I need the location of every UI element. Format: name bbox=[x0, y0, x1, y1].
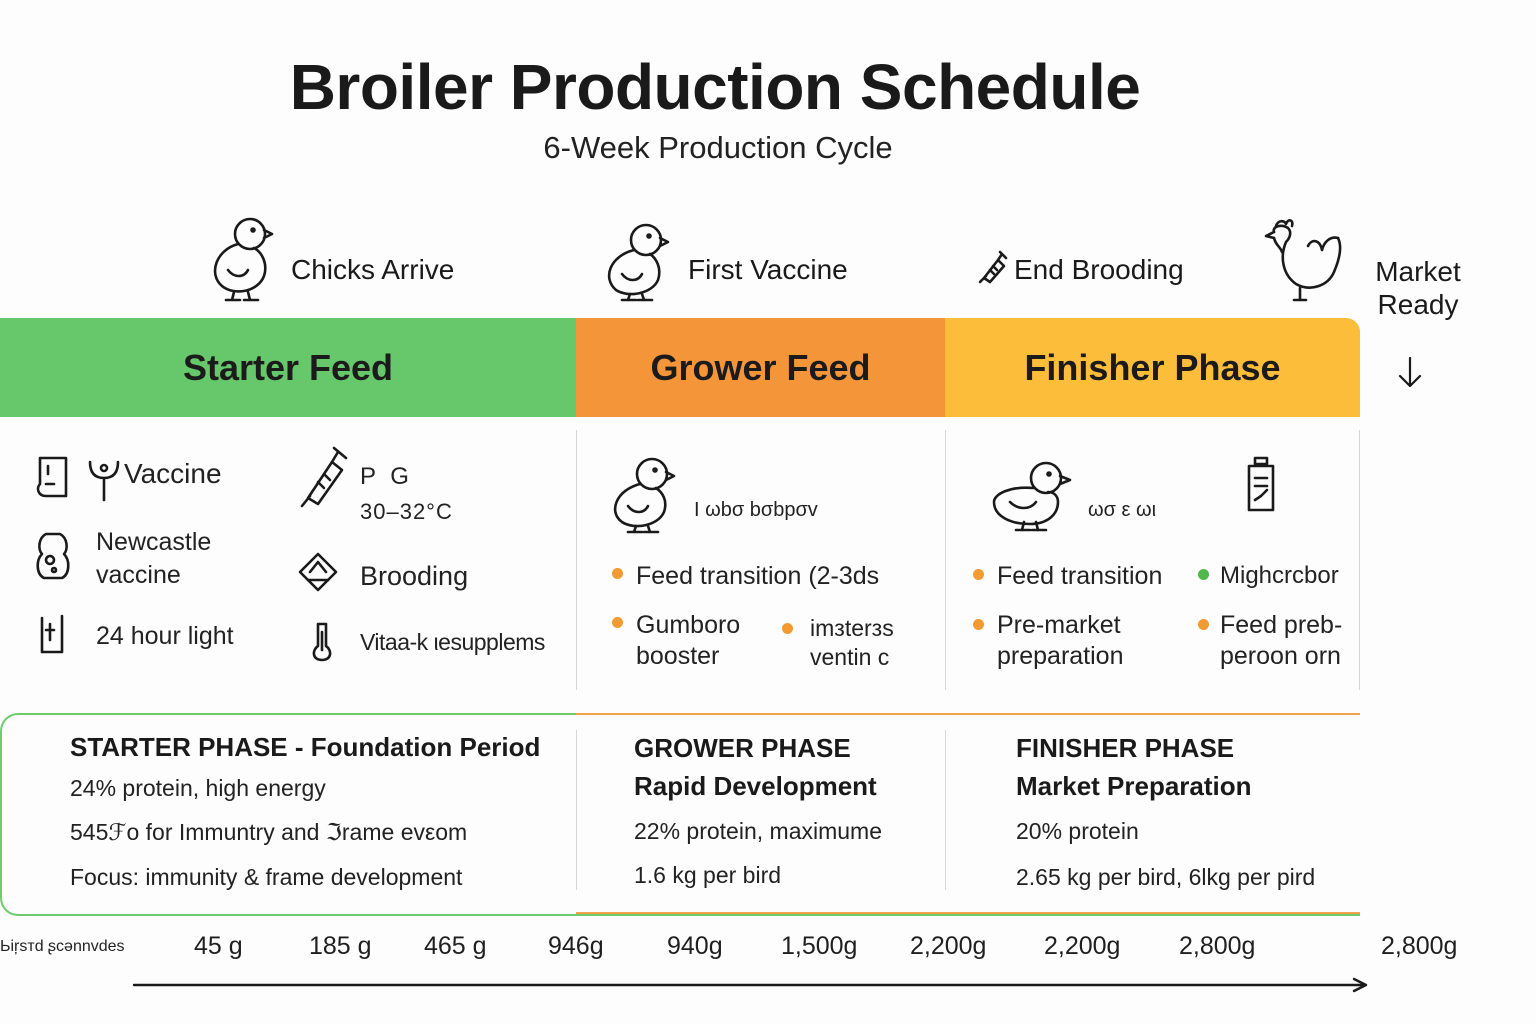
syringe-icon bbox=[978, 250, 1008, 284]
finisher-summary-heading: FINISHER PHASE bbox=[1016, 733, 1235, 763]
chick-icon bbox=[613, 457, 676, 534]
grower-summary-heading: GROWER PHASE bbox=[634, 733, 851, 763]
summary-border-accent bbox=[576, 912, 1360, 914]
finisher-bullet-feed-transition: Feed transition bbox=[997, 562, 1163, 590]
thermometer-icon bbox=[312, 622, 332, 662]
chick-icon bbox=[213, 217, 274, 302]
grower-summary-line: 22% protein, maximume bbox=[634, 818, 882, 844]
page-subtitle: 6-Week Production Cycle bbox=[543, 130, 893, 165]
weight-value: 940g bbox=[667, 932, 723, 960]
milestone-label: End Brooding bbox=[1014, 254, 1184, 285]
detail-newcastle-vaccine: Newcastle vaccine bbox=[96, 528, 212, 589]
bullet-dot bbox=[782, 623, 793, 634]
arrow-down-icon bbox=[1398, 356, 1422, 388]
finisher-icon-caption: ωσ ε ωι bbox=[1088, 499, 1157, 521]
starter-summary-heading: STARTER PHASE - Foundation Period bbox=[70, 732, 541, 762]
bullet-dot bbox=[973, 569, 984, 580]
weight-value: 1,500g bbox=[781, 932, 858, 960]
grower-icon-caption: I ωbσ bσbpσv bbox=[694, 499, 818, 521]
bullet-dot bbox=[612, 617, 623, 628]
starter-summary-line: Focus: immunity & frame development bbox=[70, 864, 463, 890]
grower-summary-subheading: Rapid Development bbox=[634, 771, 877, 801]
finisher-bullet-feed-prep: Feed preb- peroon orn bbox=[1220, 611, 1343, 671]
summary-divider bbox=[576, 730, 577, 890]
weights-label: Ьiŗsтd ʂcənnvdes bbox=[0, 938, 125, 955]
bullet-dot bbox=[1198, 569, 1209, 580]
finisher-summary-line: 20% protein bbox=[1016, 818, 1139, 844]
summary-divider bbox=[945, 730, 946, 890]
finisher-bullet-other: Mighcrcbor bbox=[1220, 562, 1339, 589]
detail-temp-top: P G bbox=[360, 463, 413, 490]
chick-icon bbox=[607, 223, 670, 302]
weight-value: 2,800g bbox=[1381, 932, 1458, 960]
timeline-arrow bbox=[132, 977, 1368, 993]
phase-band-starter: Starter Feed bbox=[0, 318, 576, 417]
phase-band-finisher: Finisher Phase bbox=[945, 318, 1360, 417]
bottle-icon bbox=[36, 532, 70, 580]
weight-value: 45 g bbox=[194, 932, 243, 960]
starter-summary-line: 545ℱo for Immuntry and ℑrame evεom bbox=[70, 819, 468, 845]
grower-bullet-other: imзterзs ventin c bbox=[810, 615, 894, 670]
column-divider bbox=[1359, 430, 1360, 690]
chick-icon bbox=[992, 461, 1072, 532]
weight-value: 2,200g bbox=[910, 932, 987, 960]
feeder-icon bbox=[36, 456, 68, 498]
grower-summary-line: 1.6 kg per bird bbox=[634, 862, 782, 888]
detail-supplements: Vitaa-k ιesupplems bbox=[360, 629, 545, 655]
finisher-bullet-pre-market: Pre-market preparation bbox=[997, 611, 1124, 671]
feed-container-icon bbox=[1247, 456, 1275, 512]
weight-value: 2,200g bbox=[1044, 932, 1121, 960]
column-divider bbox=[945, 430, 946, 690]
milestone-label: First Vaccine bbox=[688, 254, 848, 285]
summary-border-accent bbox=[576, 713, 1360, 715]
grower-bullet-gumboro-booster: Gumboro booster bbox=[636, 611, 741, 671]
weight-value: 465 g bbox=[424, 932, 487, 960]
finisher-summary-line: 2.65 kg per bird, 6lkg per pird bbox=[1016, 864, 1316, 890]
bullet-dot bbox=[612, 568, 623, 579]
bullet-dot bbox=[1198, 619, 1209, 630]
detail-24-hour-light: 24 hour light bbox=[96, 622, 234, 650]
hen-icon bbox=[1264, 219, 1342, 302]
bullet-dot bbox=[973, 619, 984, 630]
milestone-label: Market Ready bbox=[1375, 256, 1461, 320]
brooding-icon bbox=[298, 552, 338, 592]
finisher-summary-subheading: Market Preparation bbox=[1016, 771, 1252, 801]
weight-value: 185 g bbox=[309, 932, 372, 960]
column-divider bbox=[576, 430, 577, 690]
milestone-label: Chicks Arrive bbox=[291, 254, 455, 285]
detail-vaccine: Vaccine bbox=[124, 458, 222, 489]
phase-band-grower: Grower Feed bbox=[576, 318, 945, 417]
page-title: Broiler Production Schedule bbox=[289, 51, 1141, 123]
weight-value: 946g bbox=[548, 932, 604, 960]
syringe-icon bbox=[300, 446, 348, 508]
light-icon bbox=[40, 614, 64, 654]
detail-temperature: 30–32°C bbox=[360, 499, 453, 524]
weight-value: 2,800g bbox=[1179, 932, 1256, 960]
dropper-icon bbox=[88, 460, 120, 502]
grower-bullet-feed-transition: Feed transition (2-3ds bbox=[636, 562, 880, 590]
starter-summary-line: 24% protein, high energy bbox=[70, 775, 326, 801]
detail-brooding: Brooding bbox=[360, 561, 469, 591]
